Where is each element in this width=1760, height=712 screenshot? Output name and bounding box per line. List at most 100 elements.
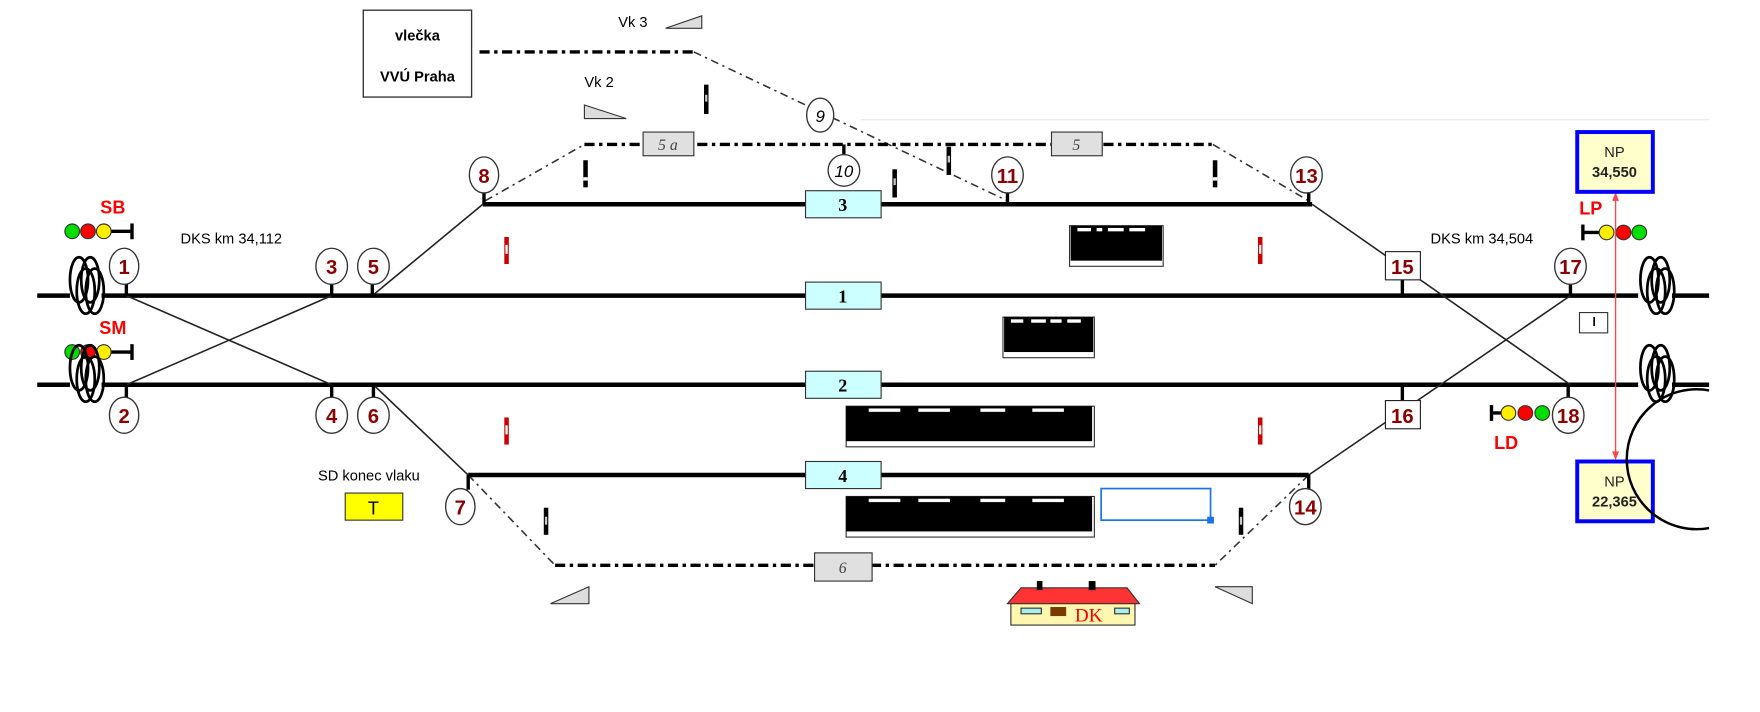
crossover-2-3 <box>126 294 333 386</box>
signal-ld-label: LD <box>1494 433 1518 453</box>
svg-text:34,550: 34,550 <box>1592 165 1637 181</box>
switch-18[interactable]: 18 <box>1551 396 1585 434</box>
np-box-top[interactable]: NP 34,550 <box>1575 130 1655 194</box>
svg-text:2: 2 <box>838 376 847 396</box>
bottom-clip <box>992 626 1151 712</box>
platform <box>1002 316 1095 359</box>
svg-text:7: 7 <box>455 498 466 520</box>
switch-14[interactable]: 14 <box>1288 487 1322 526</box>
svg-text:16: 16 <box>1391 406 1414 428</box>
derail-vk2-label: Vk 2 <box>584 75 613 91</box>
station-building-icon: DK <box>1006 581 1141 627</box>
siding-box[interactable]: vlečka VVÚ Praha <box>362 9 473 98</box>
km-left-label: DKS km 34,112 <box>181 232 283 248</box>
sd-end-of-train-button[interactable]: T <box>344 492 404 521</box>
svg-text:11: 11 <box>997 166 1018 188</box>
svg-text:1: 1 <box>838 286 847 306</box>
switch-17[interactable]: 17 <box>1553 247 1587 286</box>
svg-text:10: 10 <box>834 162 853 181</box>
derail-vk3-icon[interactable] <box>665 15 703 29</box>
svg-text:T: T <box>368 499 379 519</box>
svg-text:17: 17 <box>1559 257 1582 279</box>
siding-connection <box>693 51 1008 202</box>
switch-3[interactable]: 3 <box>315 247 349 286</box>
siding-owner: VVÚ Praha <box>380 67 456 85</box>
svg-text:1: 1 <box>118 257 129 279</box>
svg-text:3: 3 <box>326 257 337 279</box>
marker-black <box>543 84 1244 535</box>
switch-5[interactable]: 5 <box>356 247 390 286</box>
switch-8[interactable]: 8 <box>468 156 500 194</box>
switch-16[interactable]: 16 <box>1384 399 1421 430</box>
connection-13-15-18 <box>1311 203 1571 386</box>
signal-sm-label: SM <box>99 318 126 338</box>
small-box <box>1578 312 1609 334</box>
svg-text:8: 8 <box>478 166 489 188</box>
switch-15[interactable]: 15 <box>1384 251 1421 281</box>
switch-11[interactable]: 11 <box>991 156 1024 194</box>
svg-text:9: 9 <box>816 107 826 126</box>
switch-stubs <box>124 144 1573 490</box>
track-label-3[interactable]: 3 <box>804 190 882 219</box>
connection-5-8 <box>371 203 484 297</box>
svg-text:15: 15 <box>1391 257 1414 279</box>
derail-vk2-icon[interactable] <box>583 104 627 120</box>
km-right-label: DKS km 34,504 <box>1431 232 1534 248</box>
connection-14-16-17 <box>1308 294 1571 476</box>
coil-icon-right <box>1638 255 1676 404</box>
siding-name: vlečka <box>395 29 441 45</box>
platform <box>1068 225 1164 267</box>
arrow-down-icon <box>1612 451 1619 461</box>
connection-6-7 <box>372 384 469 476</box>
resize-handle[interactable] <box>1207 516 1214 524</box>
large-circle-shape[interactable] <box>1625 388 1710 531</box>
marker-red-white <box>504 236 1263 445</box>
svg-text:NP: NP <box>1604 145 1624 161</box>
svg-text:22,365: 22,365 <box>1592 495 1637 511</box>
track-label-6[interactable]: 6 <box>814 552 873 582</box>
selection-box[interactable] <box>1100 487 1214 524</box>
switch-2[interactable]: 2 <box>108 396 140 434</box>
svg-text:5 a: 5 a <box>658 137 678 154</box>
svg-text:6: 6 <box>368 406 379 428</box>
switch-9[interactable]: 9 <box>805 97 835 133</box>
svg-text:14: 14 <box>1294 498 1317 520</box>
switch-4[interactable]: 4 <box>315 396 349 434</box>
platform <box>845 495 1095 538</box>
right-margin <box>1709 112 1760 712</box>
switch-6[interactable]: 6 <box>356 396 390 434</box>
signal-sb-label: SB <box>100 197 125 217</box>
signal-lp-icon[interactable] <box>1581 224 1648 241</box>
svg-text:2: 2 <box>118 406 129 428</box>
signal-sb-icon[interactable] <box>64 223 134 240</box>
station-label: DK <box>1075 606 1103 627</box>
signal-ld-icon[interactable] <box>1489 405 1551 421</box>
switch-7[interactable]: 7 <box>444 487 476 526</box>
derail-bottom-left-icon[interactable] <box>550 585 590 605</box>
svg-text:5: 5 <box>368 257 379 279</box>
signal-lp-label: LP <box>1579 198 1602 218</box>
track-label-2[interactable]: 2 <box>804 370 882 399</box>
track-label-5[interactable]: 5 <box>1050 131 1103 157</box>
track-label-4[interactable]: 4 <box>804 460 882 490</box>
track-6-left-link <box>467 474 556 566</box>
np-box-bottom[interactable]: NP 22,365 <box>1575 459 1655 524</box>
switch-1[interactable]: 1 <box>108 247 140 286</box>
platform <box>845 405 1095 448</box>
sd-label: SD konec vlaku <box>318 469 420 485</box>
switch-13[interactable]: 13 <box>1289 156 1323 194</box>
track-label-5a[interactable]: 5 a <box>642 131 695 157</box>
svg-text:3: 3 <box>838 195 847 215</box>
svg-text:4: 4 <box>326 406 338 428</box>
switch-10[interactable]: 10 <box>827 153 861 187</box>
track-label-1[interactable]: 1 <box>804 281 882 310</box>
svg-text:13: 13 <box>1295 166 1318 188</box>
arrow-up-icon <box>1612 191 1619 201</box>
derail-vk3-label: Vk 3 <box>618 15 647 31</box>
derail-bottom-right-icon[interactable] <box>1214 586 1253 605</box>
svg-text:18: 18 <box>1557 406 1580 428</box>
svg-text:6: 6 <box>839 560 847 577</box>
track-6-right-link <box>1214 474 1310 566</box>
svg-text:4: 4 <box>838 466 847 486</box>
